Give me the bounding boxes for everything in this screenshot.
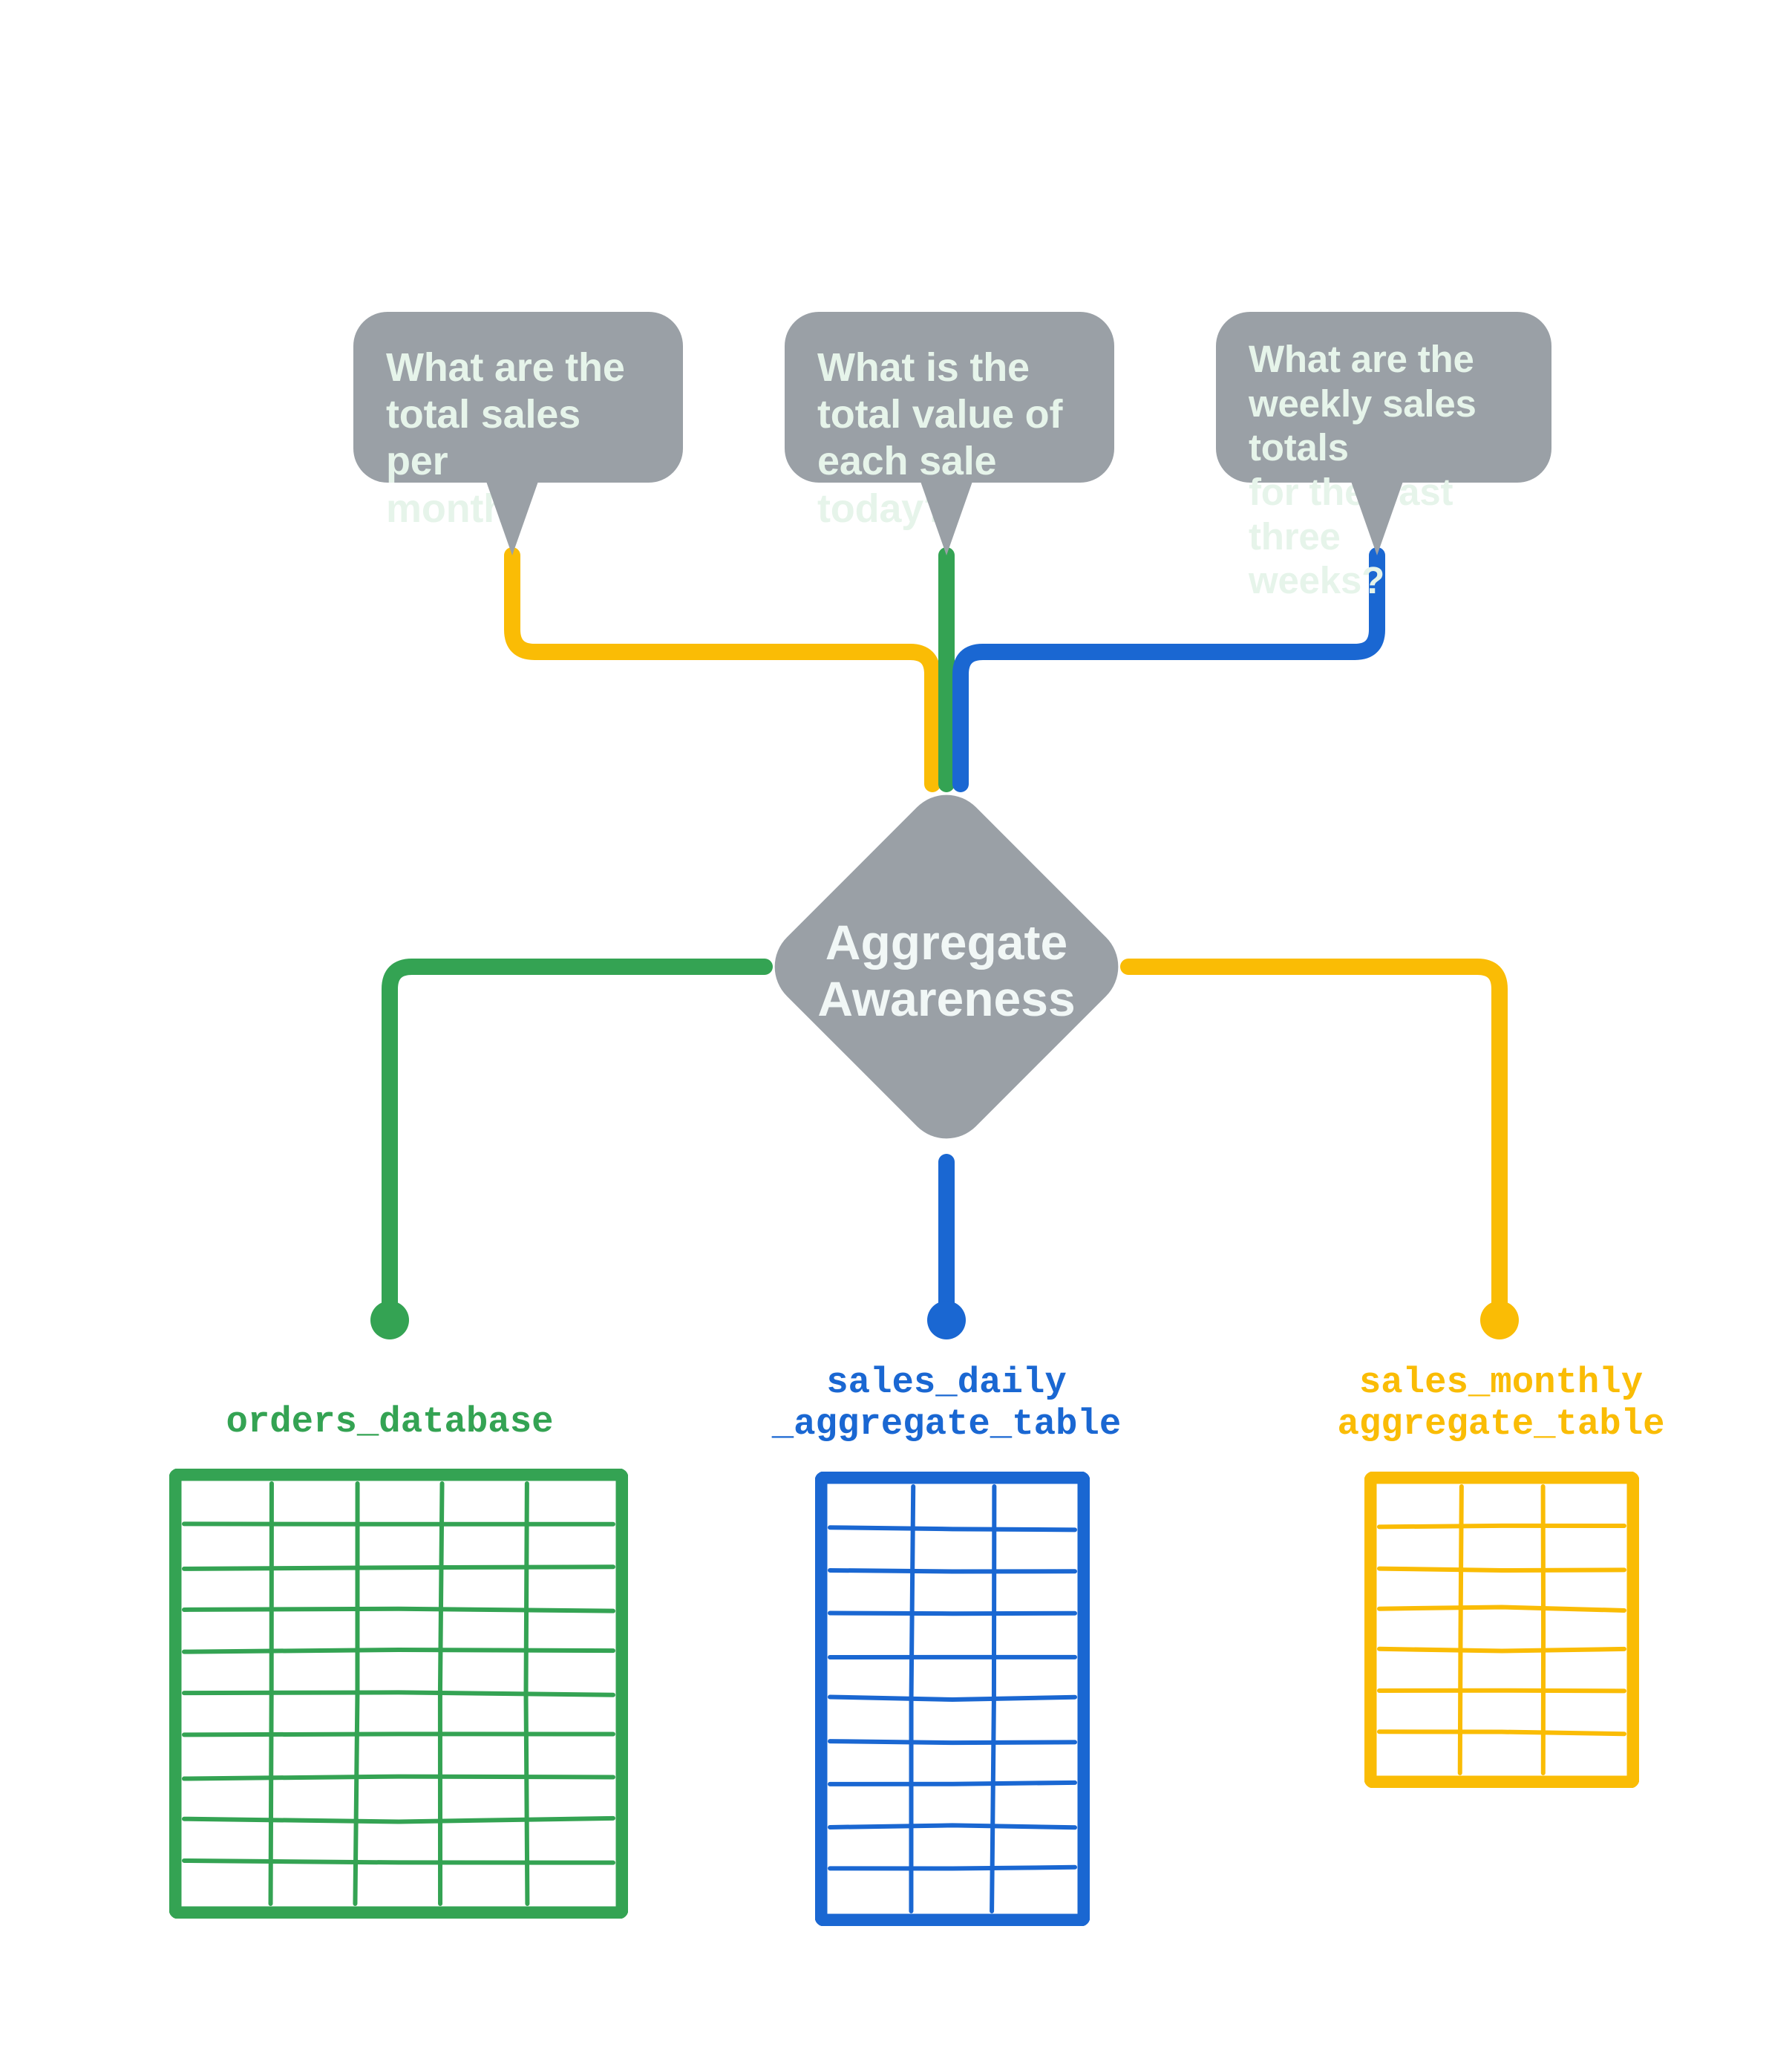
table-border <box>815 1472 1090 1926</box>
table-row-line <box>828 1525 1077 1533</box>
table-row-line <box>1377 1523 1626 1530</box>
table-row-line <box>1377 1605 1626 1613</box>
question-bubble-monthly-text: What are the total sales per month? <box>386 345 625 531</box>
sales-monthly-caption: sales_monthly aggregate_table <box>1337 1362 1665 1445</box>
question-bubble-daily-tail <box>918 475 975 555</box>
table-row-line <box>182 1774 615 1781</box>
question-bubble-monthly[interactable]: What are the total sales per month? <box>353 312 683 531</box>
sales-daily-aggregate-table[interactable] <box>815 1472 1090 1926</box>
table-border <box>1364 1472 1639 1788</box>
table-row-line <box>828 1567 1077 1574</box>
table-row-line <box>182 1606 615 1613</box>
table-column-line <box>268 1481 274 1906</box>
question-bubble-weekly-text: What are the weekly sales totals for the… <box>1249 338 1477 602</box>
table-column-line <box>437 1481 445 1906</box>
table-column-line <box>1457 1484 1464 1775</box>
table-row-line <box>828 1864 1077 1871</box>
sales-daily-caption: sales_daily _aggregate_table <box>771 1362 1122 1445</box>
table-grid <box>169 1469 628 1919</box>
endpoint-dot-blue <box>927 1301 966 1339</box>
question-bubble-weekly[interactable]: What are the weekly sales totals for the… <box>1216 312 1551 601</box>
table-row-line <box>828 1694 1077 1703</box>
aggregate-awareness-label: Aggregate Awareness <box>817 915 1076 1026</box>
table-row-line <box>828 1610 1077 1616</box>
table-row-line <box>1377 1566 1626 1573</box>
wire-yellow-question <box>504 547 941 792</box>
table-border <box>169 1469 628 1919</box>
table-row-line <box>828 1739 1077 1746</box>
table-row-line <box>182 1648 615 1654</box>
question-bubble-weekly-tail <box>1349 475 1405 555</box>
endpoint-dot-yellow <box>1480 1301 1519 1339</box>
table-column-line <box>353 1481 360 1906</box>
table-grid <box>815 1472 1090 1926</box>
table-row-line <box>828 1780 1077 1786</box>
question-bubble-daily-text: What is the total value of each sale tod… <box>817 345 1063 531</box>
table-row-line <box>1377 1646 1626 1654</box>
table-column-line <box>909 1484 916 1913</box>
sales-monthly-aggregate-table[interactable] <box>1364 1472 1639 1788</box>
table-row-line <box>1377 1729 1626 1737</box>
question-bubble-daily[interactable]: What is the total value of each sale tod… <box>785 312 1114 531</box>
orders-database-caption: orders_database <box>226 1401 554 1443</box>
table-row-line <box>828 1823 1077 1830</box>
wire-yellow-source <box>1120 959 1508 1324</box>
orders-database-table[interactable] <box>169 1469 628 1919</box>
table-row-line <box>182 1564 615 1571</box>
wire-blue-question <box>952 547 1385 792</box>
table-grid <box>1364 1472 1639 1788</box>
table-row-line <box>182 1858 615 1865</box>
question-bubble-monthly-tail <box>484 475 540 555</box>
wire-green-source <box>382 959 773 1324</box>
endpoint-dot-green <box>370 1301 409 1339</box>
table-row-line <box>182 1690 615 1697</box>
table-column-line <box>990 1484 997 1913</box>
table-column-line <box>523 1481 530 1906</box>
table-row-line <box>182 1815 615 1824</box>
